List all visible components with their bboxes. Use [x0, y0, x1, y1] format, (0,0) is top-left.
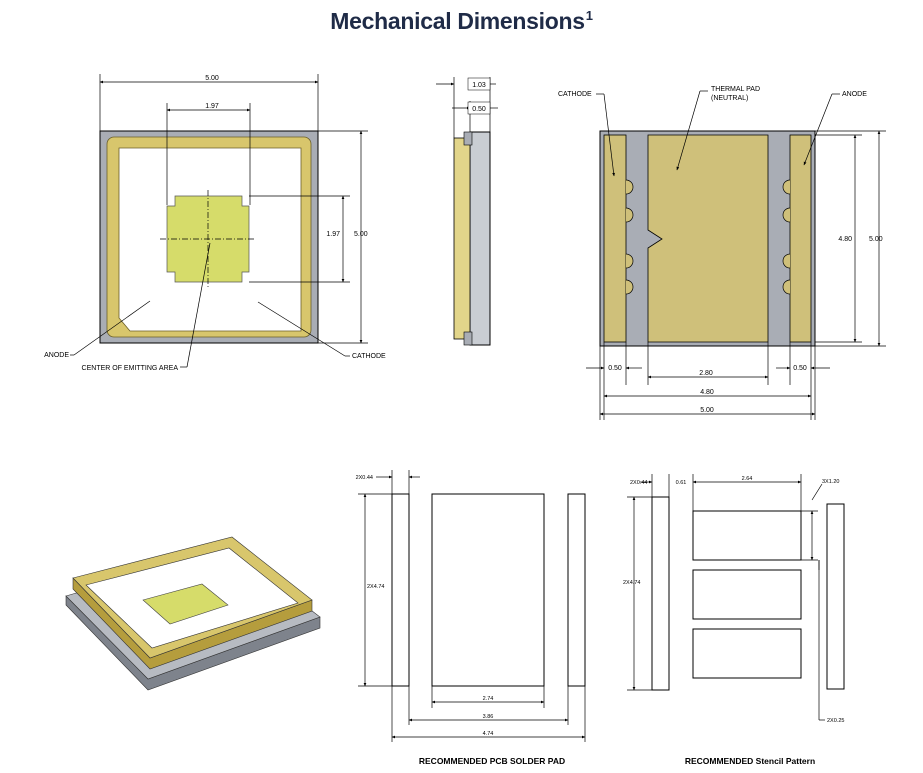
- side-view: 1.03 0.50: [436, 77, 498, 346]
- dim-left-pad: 0.50: [608, 365, 622, 372]
- dim-stencil-pad-length: 2X4.74: [623, 580, 640, 586]
- dim-top-die: 1.97: [205, 103, 219, 110]
- dim-bottom-height: 5.00: [869, 236, 883, 243]
- label-thermal-pad: THERMAL PAD: [711, 86, 760, 93]
- pcb-center-pad: [431, 493, 545, 687]
- caption-pcb-solder-pad: RECOMMENDED PCB SOLDER PAD: [419, 756, 565, 766]
- label-anode-top: ANODE: [44, 352, 69, 359]
- label-center-emitting: CENTER OF EMITTING AREA: [82, 365, 179, 372]
- dim-top-width: 5.00: [205, 75, 219, 82]
- pcb-left-pad: [391, 493, 410, 687]
- side-frame-bottom: [463, 331, 473, 346]
- dim-right-pad: 0.50: [793, 365, 807, 372]
- dim-thermal-width: 2.80: [699, 370, 713, 377]
- dim-top-height: 5.00: [354, 231, 368, 238]
- dim-pcb-outer: 4.74: [483, 731, 494, 737]
- label-thermal-neutral: (NEUTRAL): [711, 95, 748, 102]
- page-title: Mechanical Dimensions1: [330, 8, 593, 34]
- stencil-left-pad: [651, 496, 670, 691]
- label-anode-bottom: ANODE: [842, 91, 867, 98]
- dim-bottom-pad-height: 4.80: [838, 236, 852, 243]
- stencil-right-pad: [826, 503, 845, 690]
- stencil-window-2: [692, 569, 802, 620]
- dim-bottom-inner: 4.80: [700, 389, 714, 396]
- dim-stencil-pad-width: 2X0.44: [630, 480, 647, 486]
- dim-side-base: 0.50: [472, 106, 486, 113]
- stencil-window-3: [692, 628, 802, 679]
- top-view: 5.00 1.97 1.97 5.00 ANODE CENTER OF EMIT…: [44, 74, 386, 372]
- label-cathode-bottom: CATHODE: [558, 91, 592, 98]
- dim-pcb-pad-width: 2X0.44: [356, 475, 373, 481]
- iso-die: [142, 583, 229, 625]
- side-frame-top: [463, 131, 473, 146]
- cathode-pad: [603, 134, 627, 343]
- caption-stencil-pattern: RECOMMENDED Stencil Pattern: [685, 756, 815, 766]
- dim-stencil-window: 2.64: [742, 476, 753, 482]
- cathode-vias: [625, 179, 634, 295]
- pcb-solder-pad: 2X0.44 2X4.74 2.74 3.86 4.74 RECOMMENDED…: [356, 470, 586, 766]
- dim-side-thickness: 1.03: [472, 82, 486, 89]
- anode-vias: [782, 179, 791, 295]
- bottom-view: CATHODE THERMAL PAD (NEUTRAL) ANODE 4.80…: [558, 86, 886, 420]
- dim-pcb-pad-length: 2X4.74: [367, 584, 384, 590]
- dim-pcb-inner: 3.86: [483, 714, 494, 720]
- dim-stencil-spacing: 2X0.25: [827, 718, 844, 724]
- dim-top-die-height: 1.97: [326, 231, 340, 238]
- isometric-render: [65, 536, 321, 691]
- anode-pad: [789, 134, 812, 343]
- stencil-window-1: [692, 510, 802, 561]
- side-ceramic: [469, 131, 491, 346]
- label-cathode-top: CATHODE: [352, 353, 386, 360]
- dim-stencil-gap: 0.61: [676, 480, 687, 486]
- dim-pcb-center: 2.74: [483, 696, 494, 702]
- side-lens: [453, 137, 471, 340]
- dim-stencil-window-height: 3X1.20: [822, 479, 839, 485]
- dim-bottom-outer: 5.00: [700, 407, 714, 414]
- pcb-right-pad: [567, 493, 586, 687]
- stencil-pattern: 2X0.44 0.61 2.64 3X1.20 2X4.74 2X0.25 RE…: [623, 474, 845, 766]
- thermal-pad: [647, 134, 769, 343]
